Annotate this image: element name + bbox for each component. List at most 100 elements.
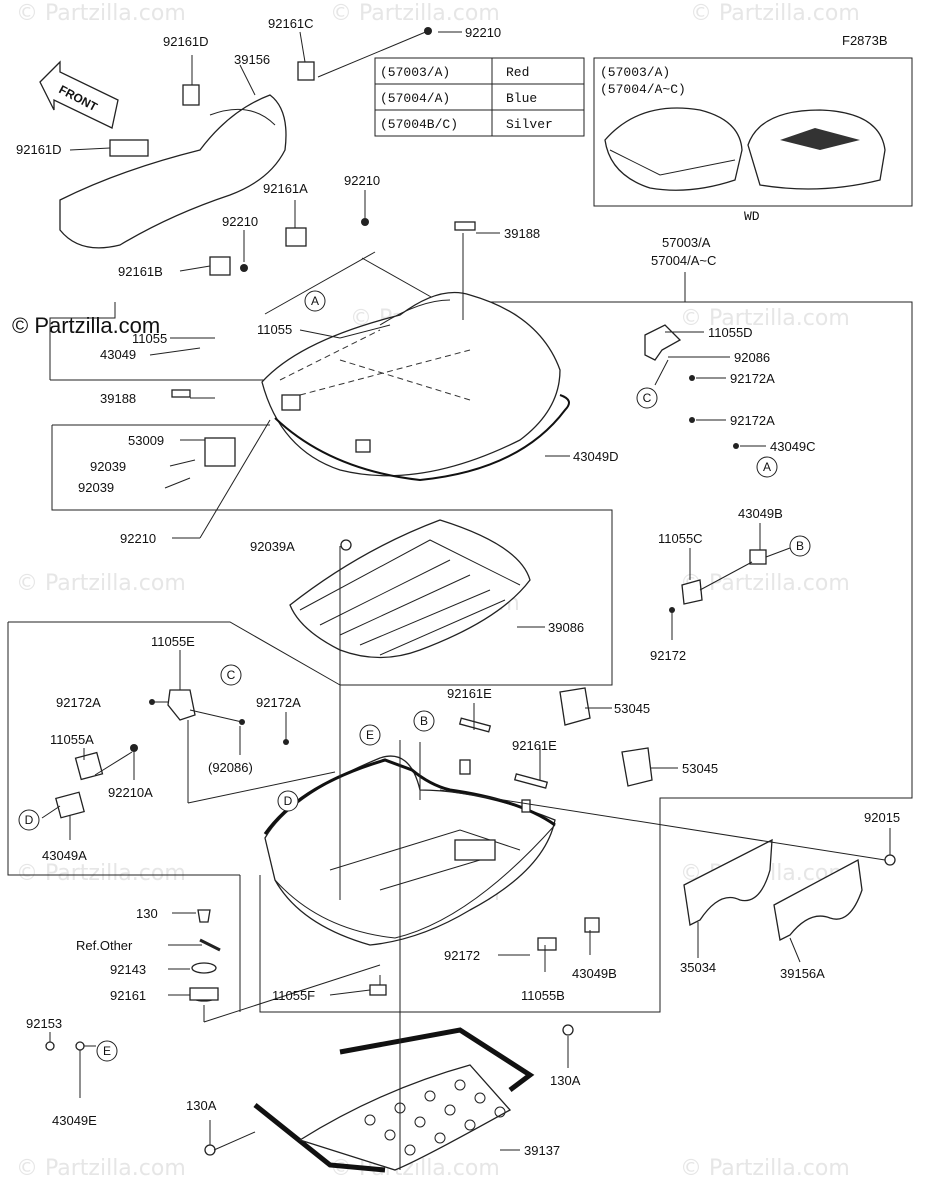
part-label: 39188 (100, 391, 136, 406)
part-label: 39188 (504, 226, 540, 241)
svg-text:© Partzilla.com: © Partzilla.com (690, 1, 860, 26)
case-lower-body (263, 717, 556, 946)
part-label: 92039 (90, 459, 126, 474)
callout-C: C (636, 387, 658, 409)
part-label: 92161C (268, 16, 314, 31)
part-label: 130A (186, 1098, 217, 1113)
latch-left-11055E (55, 689, 289, 819)
svg-text:A: A (311, 294, 319, 308)
part-label: 92172A (730, 413, 775, 428)
color-code: (57003/A) (380, 65, 450, 80)
callout-B: B (413, 710, 435, 732)
part-label: 11055B (521, 988, 565, 1003)
callout-E: E (96, 1040, 118, 1062)
part-label: 92153 (26, 1016, 62, 1031)
part-label: 92161 (110, 988, 146, 1003)
svg-text:(57004/A~C): (57004/A~C) (600, 82, 686, 97)
callout-D: D (18, 809, 40, 831)
svg-text:A: A (763, 460, 771, 474)
part-label: 92143 (110, 962, 146, 977)
lid-57003 (204, 291, 570, 482)
tray-39086 (289, 519, 531, 659)
part-label: 11055E (151, 634, 195, 649)
part-label: 53045 (614, 701, 650, 716)
color-name: Red (506, 65, 529, 80)
rack-39137 (204, 1024, 574, 1173)
part-label: 11055C (658, 531, 703, 546)
callout-A: A (304, 290, 326, 312)
part-label: 43049D (573, 449, 619, 464)
copyright-text: © Partzilla.com (12, 313, 160, 338)
part-label: 53009 (128, 433, 164, 448)
svg-text:© Partzilla.com: © Partzilla.com (330, 1, 500, 26)
svg-text:B: B (796, 539, 804, 553)
svg-text:D: D (284, 794, 293, 808)
hinge-right (644, 324, 791, 613)
part-label: 43049B (572, 966, 617, 981)
part-label: 53045 (682, 761, 718, 776)
part-label: 92210 (120, 531, 156, 546)
part-label: 92039 (78, 480, 114, 495)
color-name: Silver (506, 117, 553, 132)
color-code: (57004B/C) (380, 117, 458, 132)
callout-B: B (789, 535, 811, 557)
part-label: 130 (136, 906, 158, 921)
reflectors (439, 789, 896, 941)
part-label: (92086) (208, 760, 253, 775)
callout-A: A (756, 456, 778, 478)
part-label: 92172 (444, 948, 480, 963)
svg-text:(57003/A): (57003/A) (600, 65, 670, 80)
svg-text:C: C (643, 391, 652, 405)
latches-53045 (559, 687, 653, 787)
svg-text:E: E (366, 728, 374, 742)
svg-text:E: E (103, 1044, 111, 1058)
leader-lines (41, 30, 891, 1170)
callout-circles: A A B B C C D D E E (18, 290, 811, 1062)
part-label: 92161D (16, 142, 62, 157)
part-label: 130A (550, 1073, 581, 1088)
svg-text:D: D (25, 813, 34, 827)
part-label: 35034 (680, 960, 716, 975)
part-label: 92210 (465, 25, 501, 40)
color-code: (57004/A) (380, 91, 450, 106)
part-label: 92172A (256, 695, 301, 710)
part-label: 11055 (132, 331, 167, 346)
svg-text:B: B (420, 714, 428, 728)
part-label: 92161E (512, 738, 557, 753)
svg-text:© Partzilla.com: © Partzilla.com (680, 306, 850, 331)
part-label: 39137 (524, 1143, 560, 1158)
part-label: 43049E (52, 1113, 97, 1128)
svg-text:C: C (227, 668, 236, 682)
part-label: 43049C (770, 439, 816, 454)
part-label: 92039A (250, 539, 295, 554)
svg-text:© Partzilla.com: © Partzilla.com (680, 571, 850, 596)
part-label: 43049 (100, 347, 136, 362)
svg-text:© Partzilla.com: © Partzilla.com (16, 1, 186, 26)
inset-caption: WD (744, 209, 760, 224)
part-label: 43049B (738, 506, 783, 521)
part-label: 92161A (263, 181, 308, 196)
mount-hardware (45, 909, 600, 1051)
part-label: 39156 (234, 52, 270, 67)
svg-text:© Partzilla.com: © Partzilla.com (680, 1156, 850, 1181)
inset-box: (57003/A) (57004/A~C) WD (593, 57, 913, 224)
part-labels: 92161D 39156 92161D 92161C 92210 92161A … (16, 16, 900, 1158)
part-label: 92161B (118, 264, 163, 279)
part-label: 11055 (257, 322, 292, 337)
color-name: Blue (506, 91, 537, 106)
part-label: 11055A (50, 732, 94, 747)
part-label: Ref.Other (76, 938, 133, 953)
svg-text:© Partzilla.com: © Partzilla.com (16, 1156, 186, 1181)
part-label: 92015 (864, 810, 900, 825)
part-label: 92172 (650, 648, 686, 663)
part-label: 92172A (56, 695, 101, 710)
front-arrow: FRONT (39, 60, 119, 129)
part-label: 92172A (730, 371, 775, 386)
part-label: 43049A (42, 848, 87, 863)
part-label: 92210 (222, 214, 258, 229)
part-label: 11055F (272, 988, 315, 1003)
part-label: 39086 (548, 620, 584, 635)
hinges-top (171, 27, 476, 398)
